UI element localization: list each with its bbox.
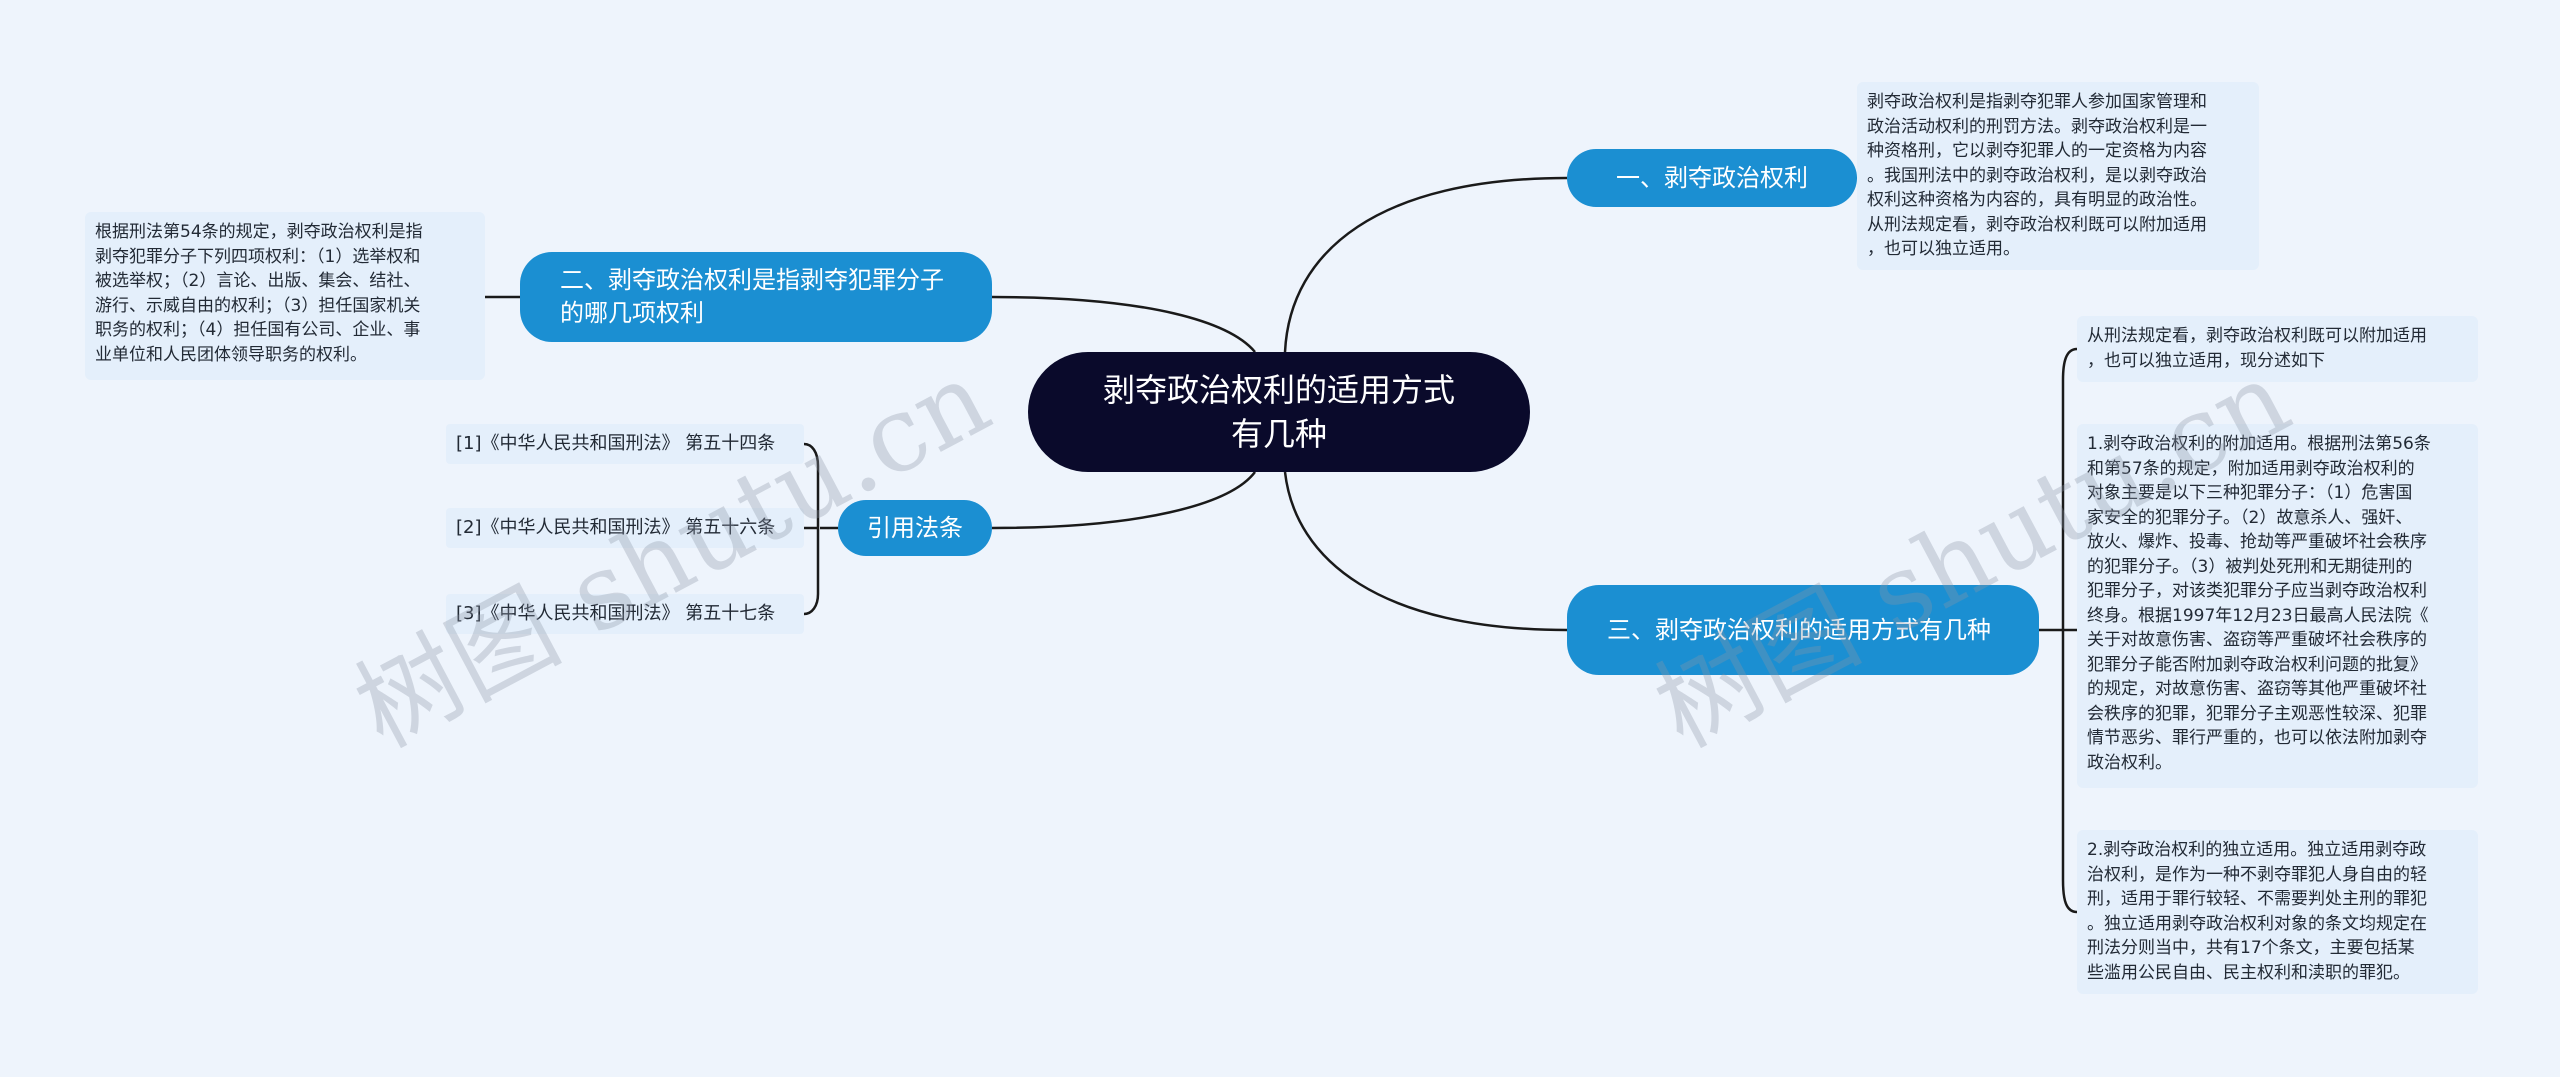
connector-root-b2 bbox=[991, 295, 1256, 353]
reference-item[interactable]: [1]《中华人民共和国刑法》 第五十四条 bbox=[446, 424, 804, 464]
branch-definition-label: 一、剥夺政治权利 bbox=[1616, 163, 1808, 192]
connector-b3-bracket bbox=[2039, 347, 2078, 914]
connector-root-b1 bbox=[1283, 176, 1568, 353]
leaf-methods-intro[interactable]: 从刑法规定看，剥夺政治权利既可以附加适用 ，也可以独立适用，现分述如下 bbox=[2077, 316, 2478, 382]
reference-item[interactable]: [2]《中华人民共和国刑法》 第五十六条 bbox=[446, 508, 804, 548]
leaf-definition-detail[interactable]: 剥夺政治权利是指剥夺犯罪人参加国家管理和 政治活动权利的刑罚方法。剥夺政治权利是… bbox=[1857, 82, 2259, 270]
root-topic-label: 剥夺政治权利的适用方式有几种 bbox=[1102, 371, 1455, 453]
root-topic[interactable]: 剥夺政治权利的适用方式有几种 bbox=[1028, 352, 1530, 472]
branch-rights-deprived[interactable]: 二、剥夺政治权利是指剥夺犯罪分子的哪几项权利 bbox=[520, 252, 992, 342]
branch-definition[interactable]: 一、剥夺政治权利 bbox=[1567, 149, 1857, 207]
leaf-rights-detail[interactable]: 根据刑法第54条的规定，剥夺政治权利是指 剥夺犯罪分子下列四项权利：（1）选举权… bbox=[85, 212, 485, 380]
connector-b4-bracket bbox=[803, 442, 838, 616]
branch-cited-laws-label: 引用法条 bbox=[867, 513, 963, 542]
reference-item[interactable]: [3]《中华人民共和国刑法》 第五十七条 bbox=[446, 594, 804, 634]
branch-application-methods-label: 三、剥夺政治权利的适用方式有几种 bbox=[1607, 615, 1991, 644]
leaf-independent-application[interactable]: 2.剥夺政治权利的独立适用。独立适用剥夺政 治权利，是作为一种不剥夺罪犯人身自由… bbox=[2077, 830, 2478, 994]
branch-cited-laws[interactable]: 引用法条 bbox=[838, 500, 992, 556]
connector-root-b3 bbox=[1283, 471, 1568, 632]
leaf-append-application[interactable]: 1.剥夺政治权利的附加适用。根据刑法第56条 和第57条的规定，附加适用剥夺政治… bbox=[2077, 424, 2478, 788]
connector-root-b4 bbox=[991, 471, 1256, 530]
reference-item-label: [2]《中华人民共和国刑法》 第五十六条 bbox=[456, 517, 776, 538]
reference-item-label: [1]《中华人民共和国刑法》 第五十四条 bbox=[456, 433, 776, 454]
branch-application-methods[interactable]: 三、剥夺政治权利的适用方式有几种 bbox=[1567, 585, 2039, 675]
branch-rights-deprived-label: 二、剥夺政治权利是指剥夺犯罪分子的哪几项权利 bbox=[560, 266, 944, 327]
reference-item-label: [3]《中华人民共和国刑法》 第五十七条 bbox=[456, 603, 776, 624]
